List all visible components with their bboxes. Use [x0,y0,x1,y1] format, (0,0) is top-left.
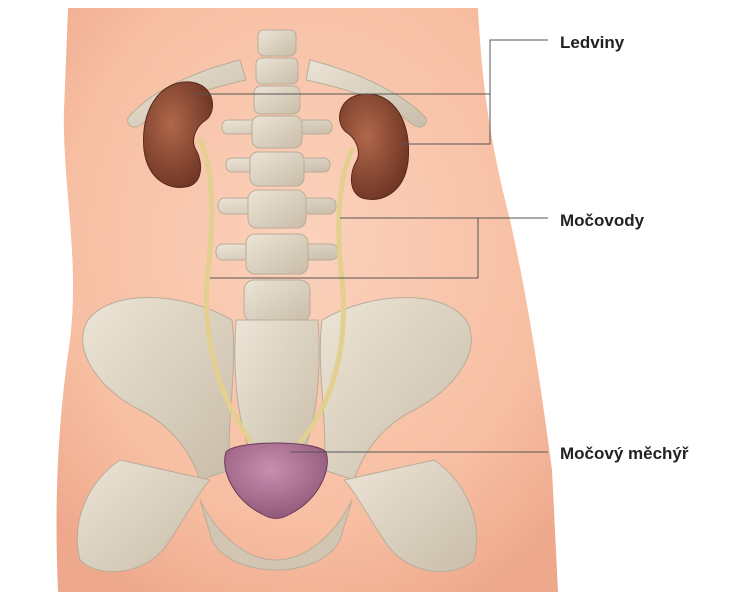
label-kidneys: Ledviny [560,33,624,53]
label-bladder: Močový měchýř [560,444,689,464]
label-ureters: Močovody [560,211,644,231]
